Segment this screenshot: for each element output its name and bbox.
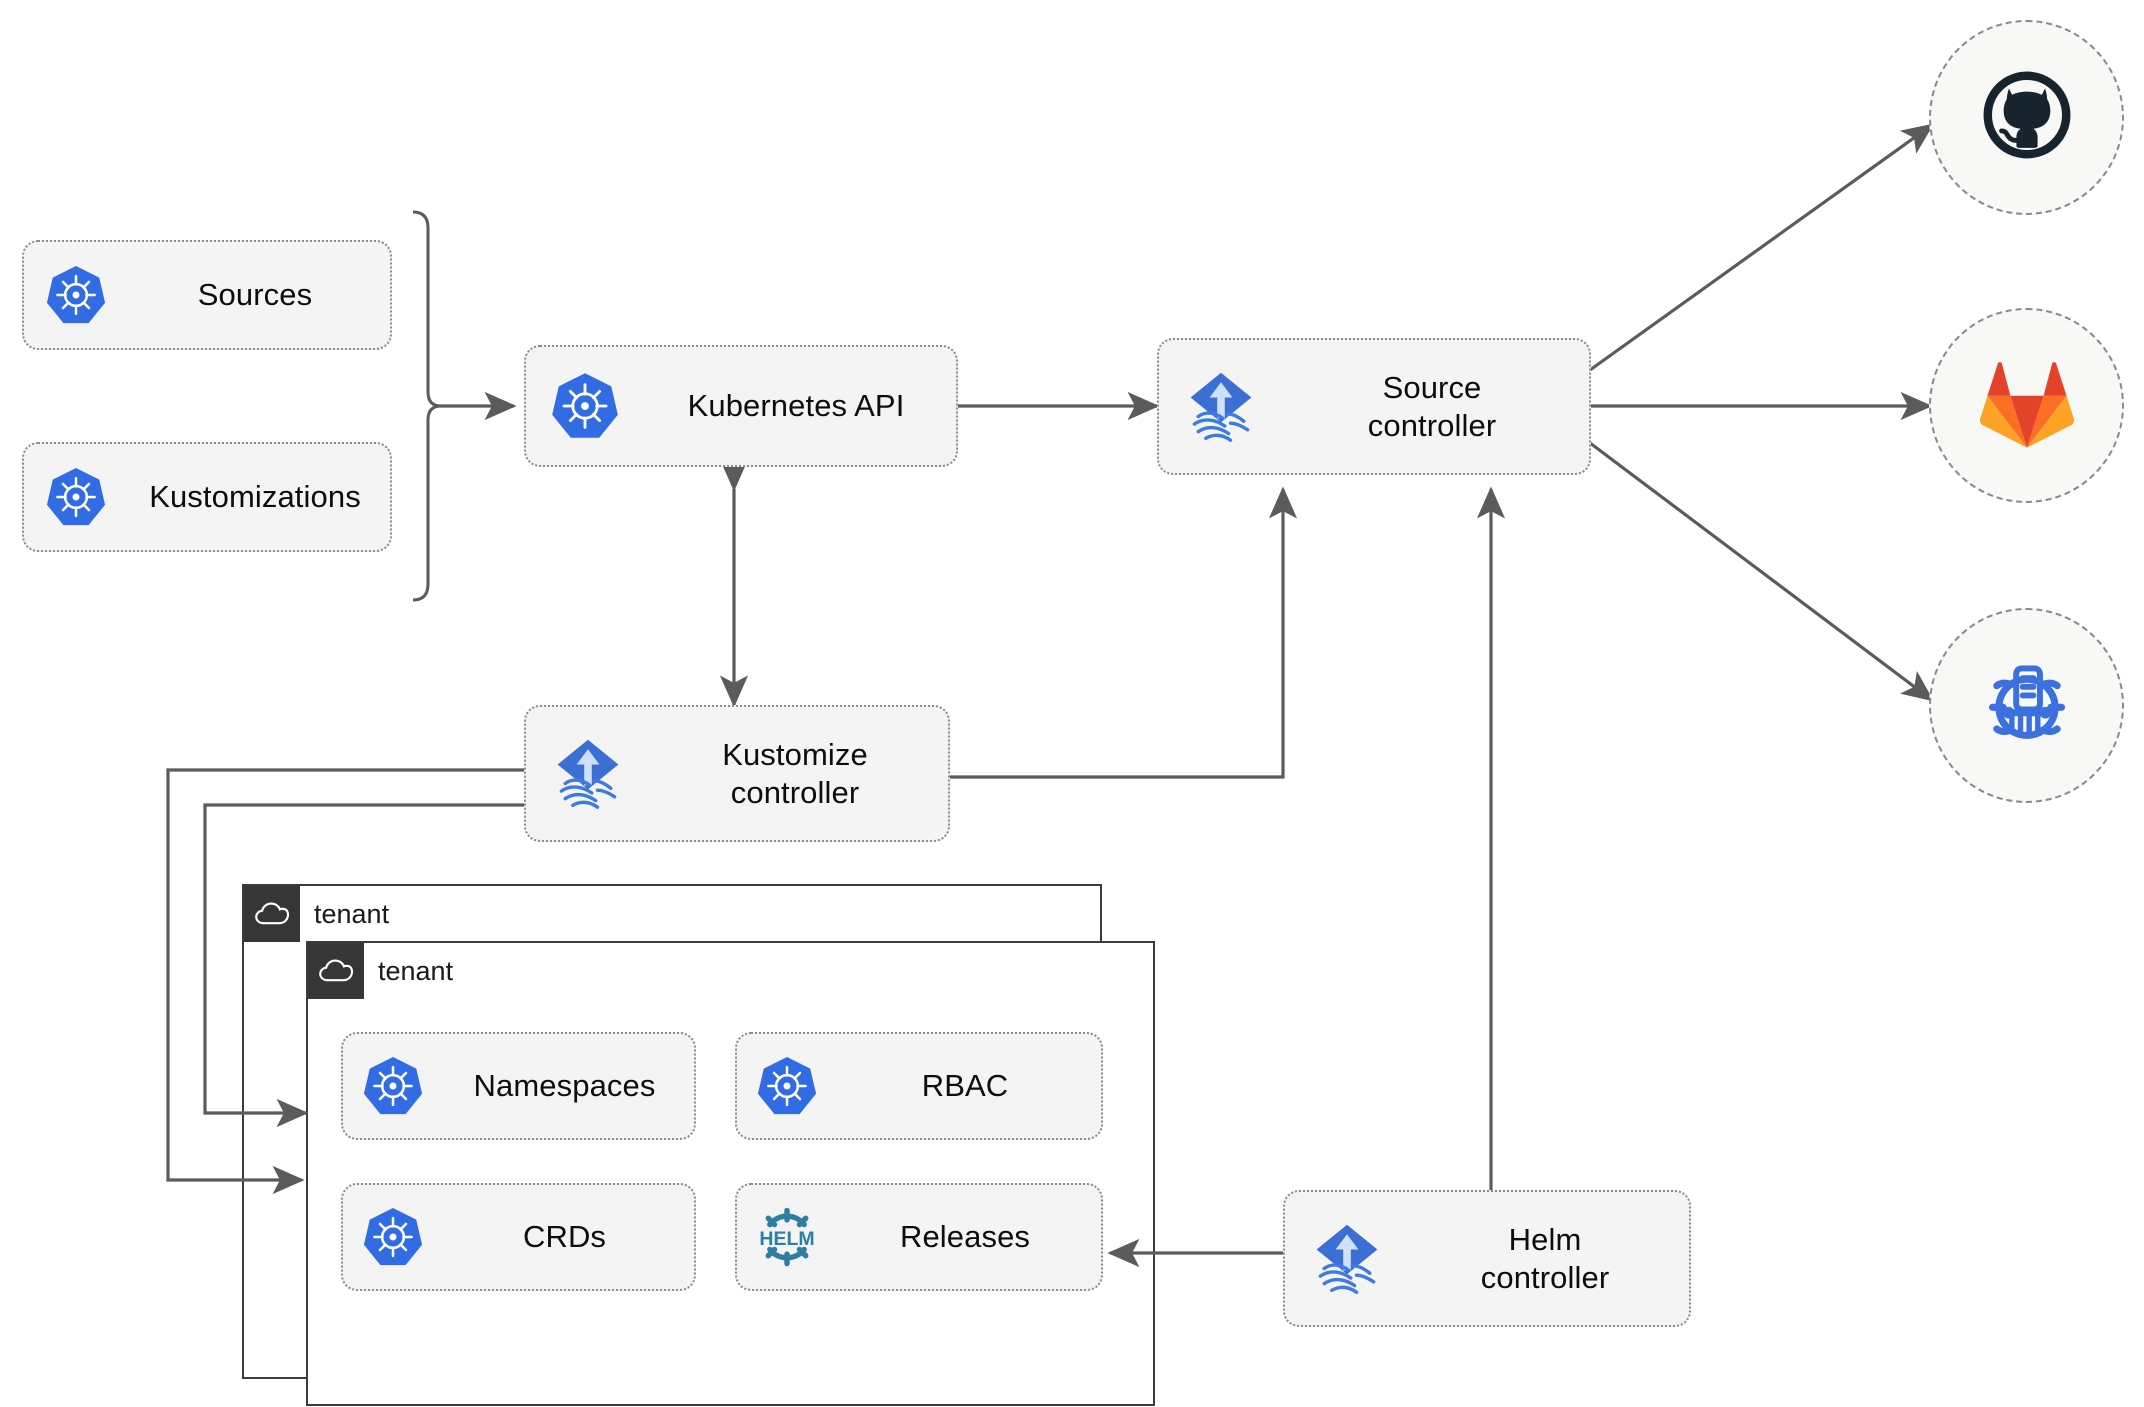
node-label: Kubernetes API (687, 388, 905, 424)
edge-source-to-helmrepo (1589, 441, 1935, 702)
node-label: Kustomizations (149, 479, 361, 515)
kubernetes-icon (737, 1055, 837, 1117)
tenant-container-front[interactable]: tenant (306, 941, 1155, 1406)
node-label: Releases (899, 1219, 1031, 1255)
kubernetes-icon (24, 466, 128, 528)
node-label: Namespaces (473, 1068, 656, 1104)
cloud-icon (308, 943, 364, 999)
helm-wordmark: HELM (759, 1228, 814, 1250)
github-icon (1974, 62, 2080, 173)
flux-icon (1159, 369, 1283, 445)
provider-gitlab[interactable] (1929, 308, 2124, 503)
node-kubernetes-api[interactable]: Kubernetes API (524, 345, 958, 467)
node-label-line2: controller (1367, 407, 1497, 443)
node-kustomizations[interactable]: Kustomizations (22, 442, 392, 552)
edge-kustomize-to-tenant-front (203, 803, 525, 1128)
helm-icon: HELM (737, 1198, 837, 1276)
helm-repository-icon (1973, 649, 2081, 762)
cloud-icon (244, 886, 300, 942)
kubernetes-icon (24, 264, 128, 326)
flux-icon (526, 736, 650, 812)
provider-helm-repository[interactable] (1929, 608, 2124, 803)
node-label-line2: controller (1480, 1259, 1610, 1295)
node-crds[interactable]: CRDs (341, 1183, 696, 1291)
kubernetes-icon (343, 1206, 443, 1268)
provider-github[interactable] (1929, 20, 2124, 215)
node-label: Sources (197, 277, 313, 313)
node-label-line1: Helm (1508, 1221, 1582, 1257)
node-namespaces[interactable]: Namespaces (341, 1032, 696, 1140)
node-label: RBAC (921, 1068, 1009, 1104)
node-label-line1: Kustomize (722, 736, 868, 772)
edge-kustomize-to-source (950, 486, 1298, 779)
node-label: CRDs (522, 1219, 607, 1255)
node-label-line2: controller (730, 774, 860, 810)
edge-sources-bracket (412, 210, 442, 602)
tenant-label: tenant (314, 898, 390, 929)
edge-source-to-github (1589, 123, 1935, 372)
node-rbac[interactable]: RBAC (735, 1032, 1103, 1140)
node-sources[interactable]: Sources (22, 240, 392, 350)
flux-icon (1285, 1221, 1409, 1297)
node-label-line1: Source (1382, 369, 1482, 405)
kubernetes-icon (343, 1055, 443, 1117)
edge-kustomize-to-tenant-back (166, 768, 525, 1195)
node-releases[interactable]: HELM Releases (735, 1183, 1103, 1291)
tenant-label: tenant (378, 955, 454, 986)
gitlab-icon (1975, 354, 2079, 457)
kubernetes-icon (526, 371, 644, 441)
